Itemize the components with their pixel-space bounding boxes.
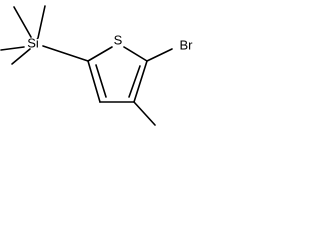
- bond-c4-c5: [87, 60, 101, 103]
- bond-c4-c5-inner: [95, 64, 107, 98]
- atom-label-sulfur: S: [114, 33, 123, 48]
- atom-label-silicon: Si: [27, 36, 39, 51]
- bond-si-methyl-top: [13, 6, 32, 38]
- bond-c3-methyl: [133, 101, 156, 126]
- bond-c2-c3-inner: [128, 65, 141, 98]
- bond-c2-br: [146, 48, 173, 62]
- bond-c5-s: [87, 46, 113, 62]
- bond-si-methyl-lower: [11, 48, 31, 65]
- bond-si-ring: [42, 45, 89, 62]
- bond-s-c2: [123, 46, 148, 62]
- bond-si-methyl-left: [0, 46, 25, 51]
- bond-c2-c3: [133, 60, 148, 103]
- bond-si-methyl-upper-right: [37, 5, 46, 39]
- atom-label-bromine: Br: [180, 38, 194, 53]
- molecule-structure: S Br Si: [0, 5, 194, 126]
